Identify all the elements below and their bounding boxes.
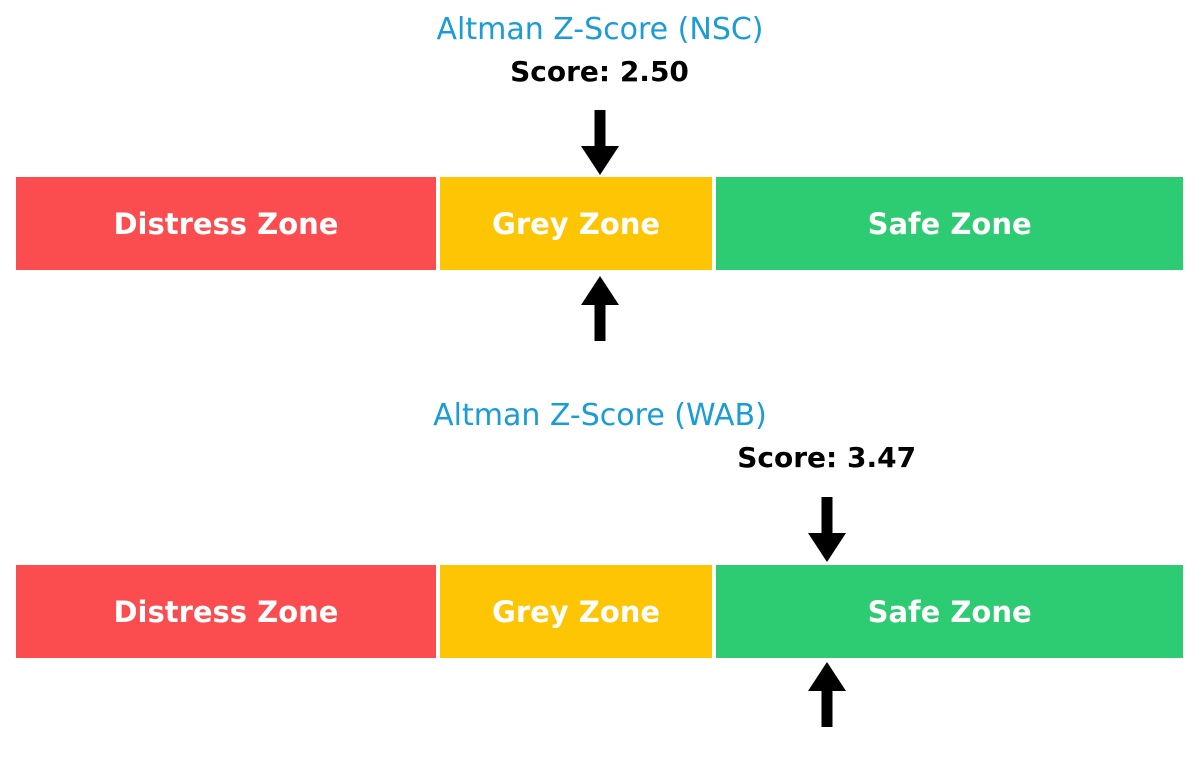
chart-title: Altman Z-Score (NSC) [436,12,764,47]
zone-bar: Distress Zone Grey Zone Safe Zone [14,175,1185,272]
arrow-stem [594,110,605,148]
zone-segment-safe: Safe Zone [714,175,1185,272]
chart-title: Altman Z-Score (WAB) [433,398,767,433]
arrow-head [807,533,846,562]
zone-label-grey: Grey Zone [492,594,661,629]
arrow-head [807,662,846,691]
arrow-head [580,276,619,305]
arrow-stem [821,497,833,535]
zone-label-grey: Grey Zone [492,206,661,241]
score-pointer-up-arrow-icon [807,662,846,727]
arrow-stem [821,689,833,727]
score-label: Score: 2.50 [510,55,689,88]
arrow-head [580,146,619,175]
zone-label-safe: Safe Zone [867,594,1032,629]
arrow-stem [594,303,605,341]
zone-segment-distress: Distress Zone [14,563,438,660]
zone-segment-safe: Safe Zone [714,563,1185,660]
score-pointer-down-arrow-icon [807,497,846,562]
zone-bar: Distress Zone Grey Zone Safe Zone [14,563,1185,660]
score-pointer-up-arrow-icon [580,276,619,341]
zone-segment-grey: Grey Zone [437,563,715,660]
score-label: Score: 3.47 [737,441,917,474]
zone-label-distress: Distress Zone [113,206,339,241]
zone-segment-grey: Grey Zone [437,175,715,272]
zone-label-safe: Safe Zone [867,206,1032,241]
zone-label-distress: Distress Zone [113,594,339,629]
score-pointer-down-arrow-icon [580,110,619,175]
zone-segment-distress: Distress Zone [14,175,438,272]
